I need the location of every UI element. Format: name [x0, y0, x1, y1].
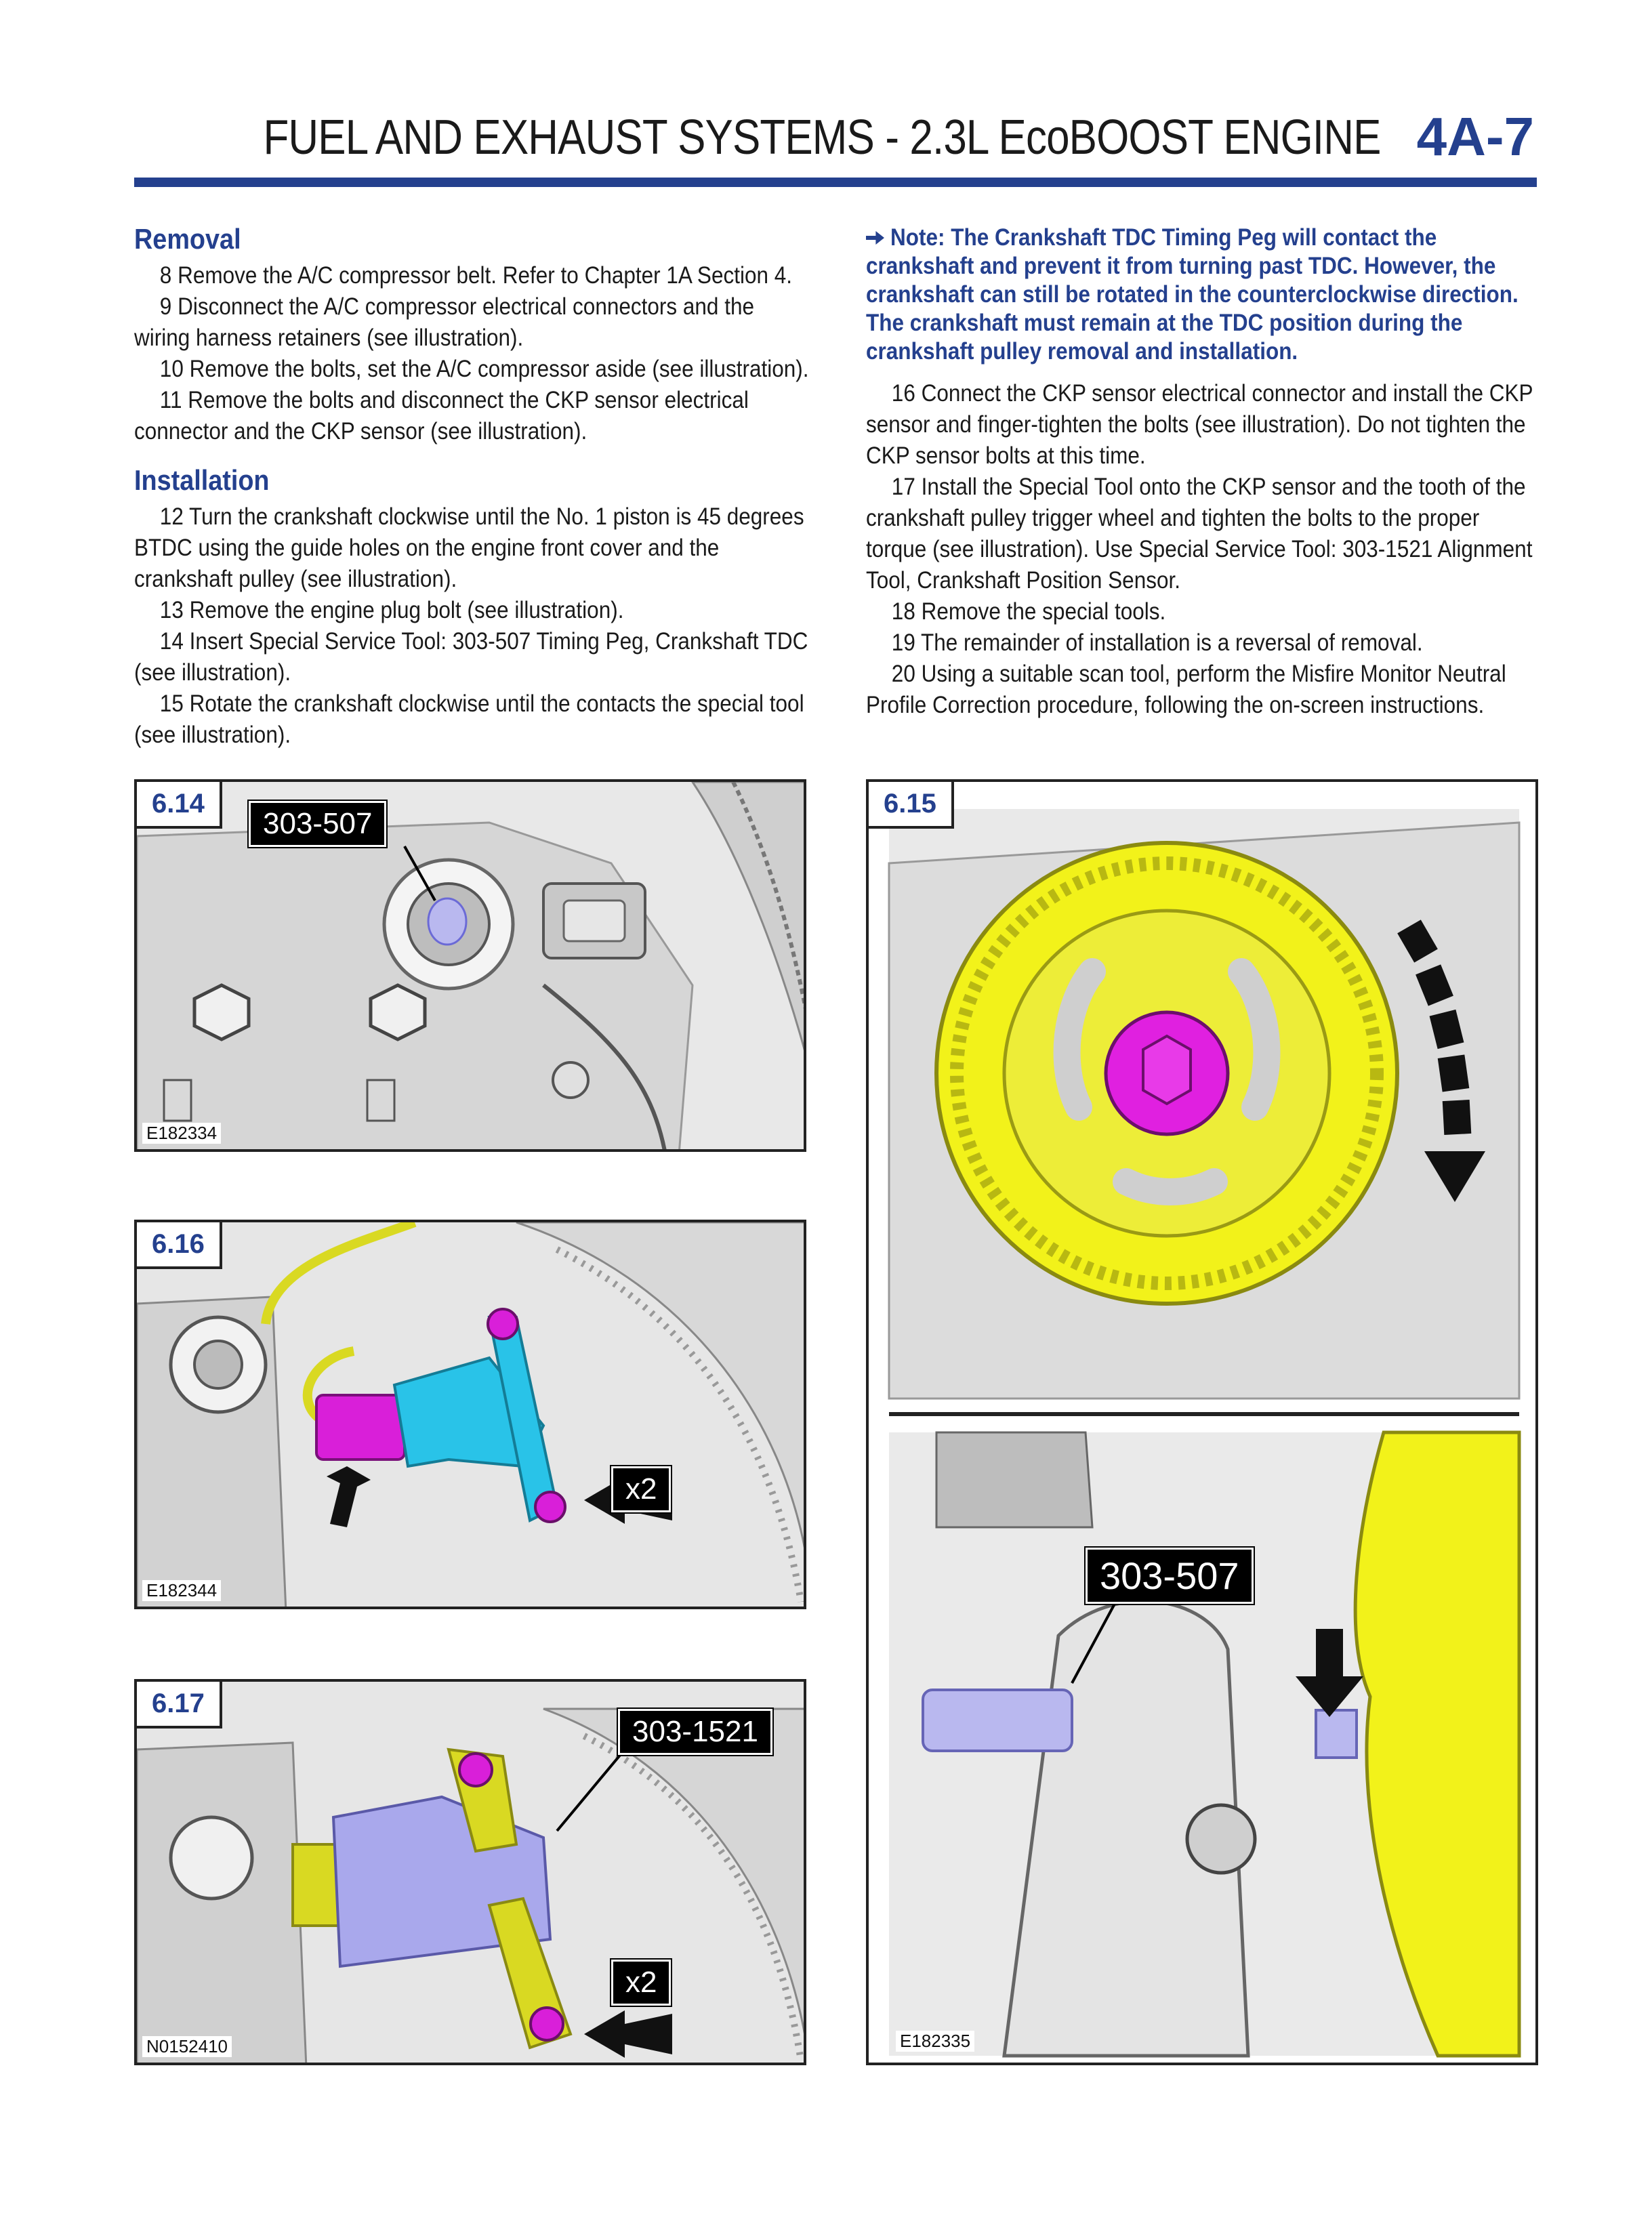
step-8: 8 Remove the A/C compressor belt. Refer …	[159, 262, 793, 289]
figure-number: 6.16	[137, 1222, 222, 1269]
note-arrow-icon	[866, 231, 884, 245]
step-12: 12 Turn the crankshaft clockwise until t…	[134, 503, 804, 592]
chapter-title: FUEL AND EXHAUST SYSTEMS - 2.3L EcoBOOST…	[263, 110, 1382, 165]
figure-ref-code: E182334	[142, 1123, 222, 1144]
figure-6-15: 6.15 303-507 E182335	[866, 779, 1538, 2065]
installation-heading: Installation	[134, 464, 270, 496]
note-block: Note: The Crankshaft TDC Timing Peg will…	[866, 224, 1544, 366]
figure-ref-code: N0152410	[142, 2036, 232, 2057]
step-18: 18 Remove the special tools.	[891, 598, 1166, 625]
ckp-sensor-connect-illustration	[137, 1222, 804, 1607]
step-10: 10 Remove the bolts, set the A/C compres…	[159, 356, 809, 382]
figure-number: 6.15	[869, 782, 954, 829]
figure-number: 6.14	[137, 782, 222, 829]
right-column: Note: The Crankshaft TDC Timing Peg will…	[866, 217, 1544, 721]
figure-ref-code: E182335	[896, 2031, 975, 2052]
header-rule	[134, 178, 1537, 187]
figure-6-17: 6.17 303-1521 x2 N0152410	[134, 1679, 806, 2065]
page-number: 4A-7	[1416, 106, 1534, 167]
rotation-arrow-icon	[1397, 919, 1485, 1202]
tool-callout: 303-507	[247, 800, 388, 848]
figure-6-14: 6.14 303-507 E182334	[134, 779, 806, 1152]
step-15: 15 Rotate the crankshaft clockwise until…	[134, 690, 804, 748]
step-19: 19 The remainder of installation is a re…	[891, 629, 1423, 656]
tool-callout: 303-507	[1084, 1546, 1255, 1605]
figure-ref-code: E182344	[142, 1580, 222, 1601]
step-20: 20 Using a suitable scan tool, perform t…	[866, 661, 1506, 718]
tool-callout: 303-1521	[617, 1707, 774, 1756]
engine-cover-illustration	[137, 782, 804, 1149]
step-14: 14 Insert Special Service Tool: 303-507 …	[134, 628, 808, 686]
step-13: 13 Remove the engine plug bolt (see illu…	[159, 597, 624, 623]
figure-6-16: 6.16 x2 E182344	[134, 1220, 806, 1609]
note-text: Note: The Crankshaft TDC Timing Peg will…	[866, 224, 1519, 365]
left-column: Removal 8 Remove the A/C compressor belt…	[134, 217, 812, 751]
step-17: 17 Install the Special Tool onto the CKP…	[866, 474, 1533, 594]
page-header: FUEL AND EXHAUST SYSTEMS - 2.3L EcoBOOST…	[134, 102, 1537, 183]
removal-heading: Removal	[134, 223, 241, 255]
quantity-callout: x2	[609, 1465, 673, 1514]
figure-number: 6.17	[137, 1682, 222, 1728]
step-16: 16 Connect the CKP sensor electrical con…	[866, 380, 1533, 469]
crankshaft-tdc-illustration	[869, 782, 1535, 2063]
step-11: 11 Remove the bolts and disconnect the C…	[134, 387, 749, 444]
quantity-callout: x2	[609, 1958, 673, 2007]
step-9: 9 Disconnect the A/C compressor electric…	[134, 293, 754, 351]
